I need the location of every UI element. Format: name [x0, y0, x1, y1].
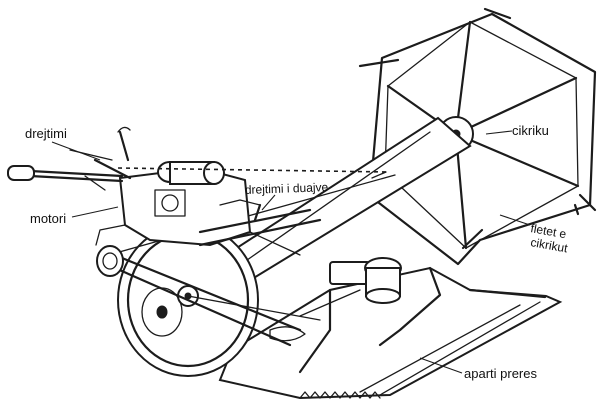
leader-motori [71, 206, 119, 218]
leader-drejtimi [51, 141, 101, 161]
label-drejtimi: drejtimi [25, 126, 67, 141]
label-fletet-line1: fletet e [529, 221, 567, 241]
label-motori: motori [30, 211, 66, 226]
control-cable [117, 167, 389, 173]
leader-fletet [499, 214, 531, 226]
label-fletet-line2: cikrikut [529, 235, 569, 255]
handlebars [7, 126, 132, 191]
label-aparti-preres: aparti preres [464, 366, 537, 381]
cutter-header [218, 257, 563, 400]
leader-cikriku [485, 130, 513, 135]
leader-aparti [419, 357, 463, 374]
label-drejtimi-duajve: drejtimi i duajve [245, 180, 329, 197]
label-cikriku: cikriku [512, 123, 549, 138]
leader-duajve [261, 194, 276, 211]
left-pulley [96, 245, 124, 277]
